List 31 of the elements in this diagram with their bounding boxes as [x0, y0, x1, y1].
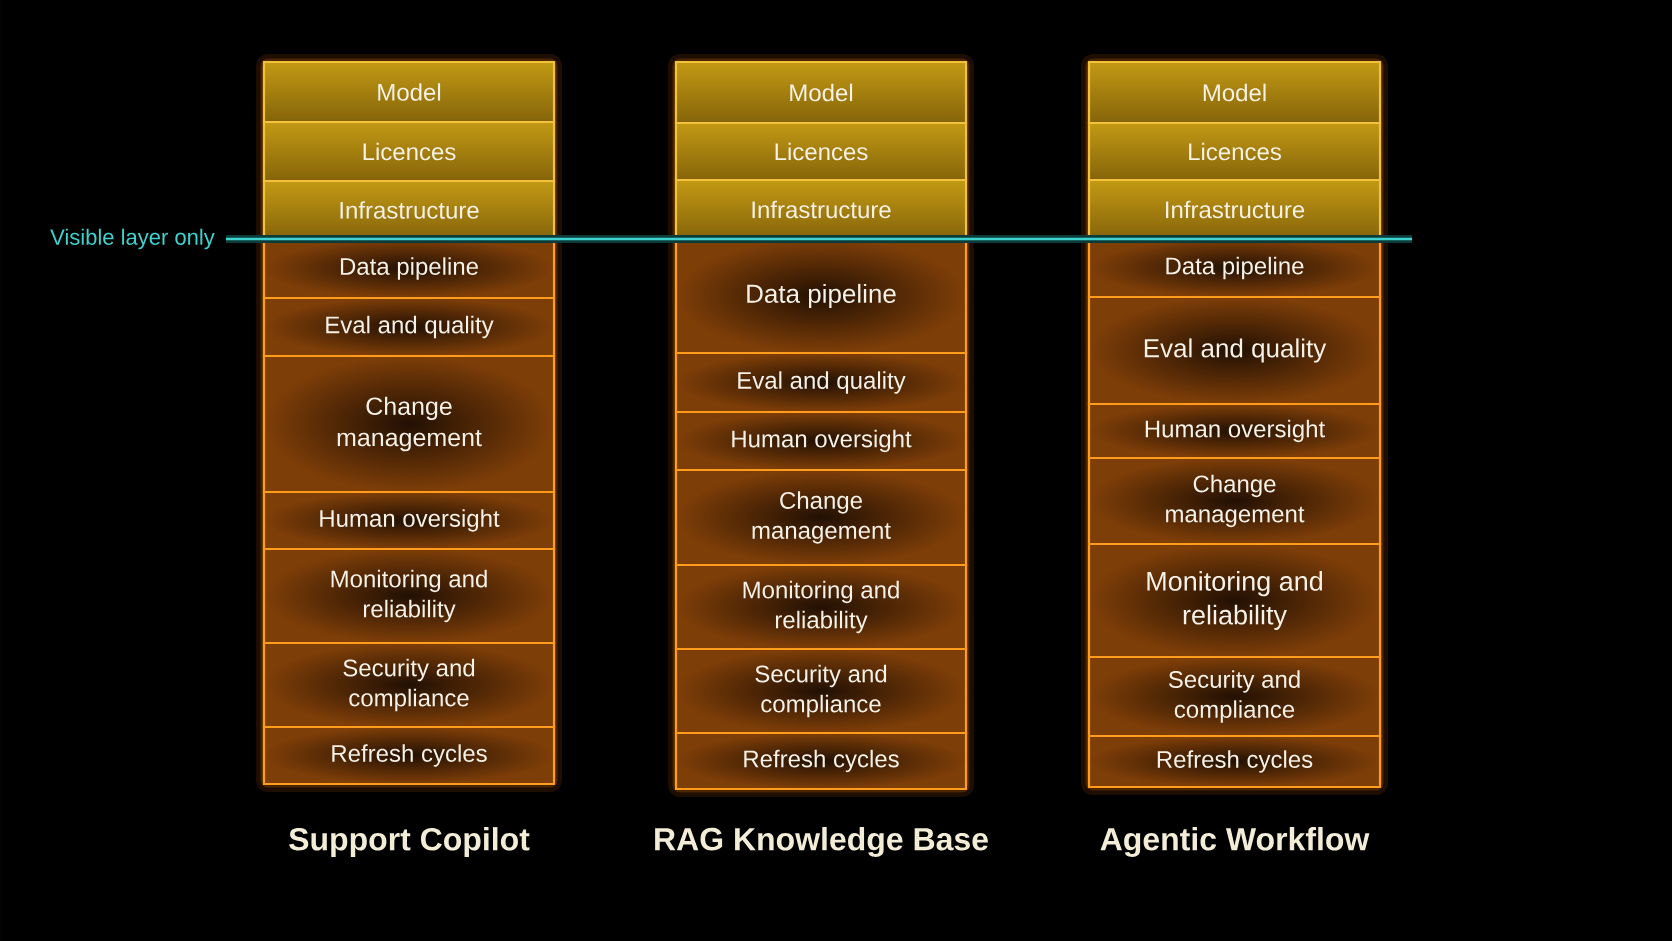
layer-box: Infrastructure — [262, 179, 556, 241]
layer-box: Infrastructure — [1087, 178, 1382, 241]
layer-box: Eval and quality — [262, 296, 556, 358]
layer-box: Human oversight — [1087, 402, 1382, 460]
column-title: RAG Knowledge Base — [655, 827, 988, 857]
layer-box: Change management — [262, 354, 556, 494]
layer-box: Licences — [1087, 121, 1382, 182]
layer-box: Monitoring and reliability — [262, 547, 556, 645]
layer-box: Refresh cycles — [1087, 734, 1382, 789]
layer-box: Eval and quality — [1087, 295, 1382, 406]
layer-box: Change management — [1087, 456, 1382, 546]
layer-box: Eval and quality — [674, 351, 968, 414]
layer-box: Model — [262, 60, 556, 124]
layer-box: Infrastructure — [674, 178, 968, 241]
column-title: Agentic Workflow — [1100, 827, 1370, 857]
layer-box: Security and compliance — [262, 641, 556, 729]
layer-box: Refresh cycles — [262, 725, 556, 786]
layer-box: Refresh cycles — [674, 731, 968, 791]
layer-box: Model — [1087, 60, 1382, 125]
layer-box: Human oversight — [262, 490, 556, 551]
layer-box: Monitoring and reliability — [674, 563, 968, 651]
layer-box: Change management — [674, 468, 968, 567]
layer-box: Monitoring and reliability — [1087, 542, 1382, 659]
layer-box: Model — [674, 60, 968, 125]
layer-box: Licences — [674, 121, 968, 182]
layer-box: Security and compliance — [674, 647, 968, 735]
layer-box: Licences — [262, 120, 556, 183]
layer-box: Human oversight — [674, 410, 968, 472]
column-title: Support Copilot — [289, 827, 530, 857]
layer-box: Security and compliance — [1087, 655, 1382, 738]
line-label: Visible layer only — [50, 228, 215, 250]
